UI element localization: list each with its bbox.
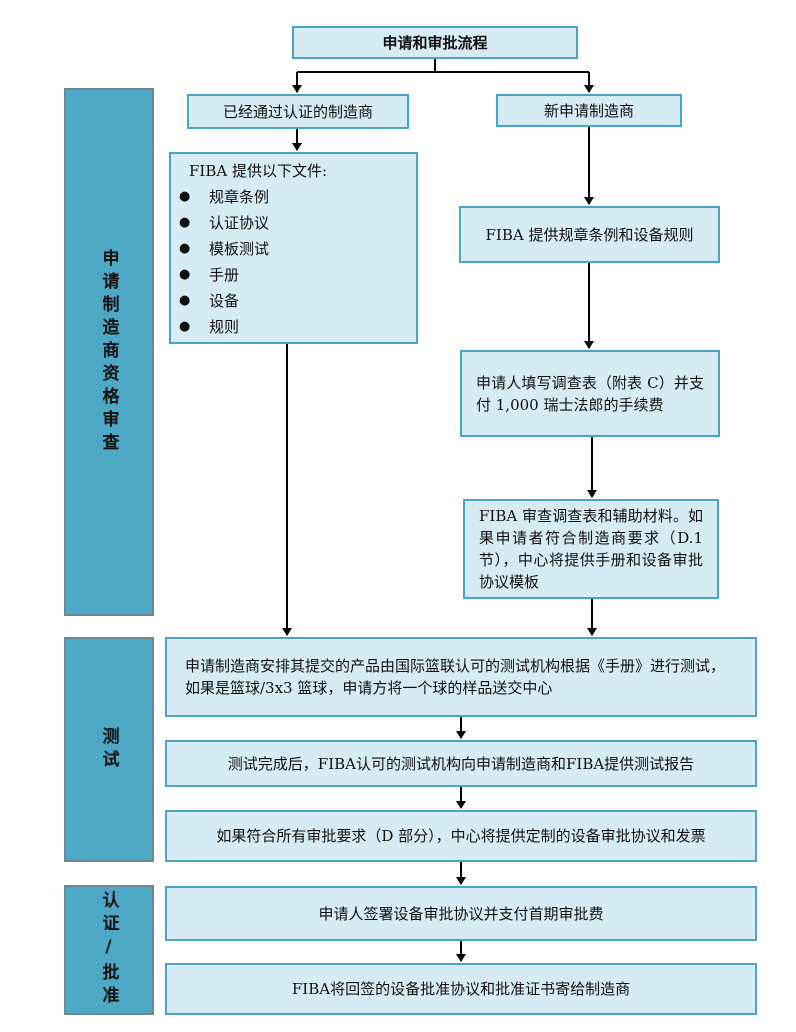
docs-box: FIBA 提供以下文件: 规章条例 认证协议 模板测试 手册 设备 规则 — [169, 152, 418, 344]
step-return-text: FIBA将回签的设备批准协议和批准证书寄给制造商 — [291, 980, 631, 998]
docs-item-manual: 手册 — [177, 262, 416, 288]
step-fill-form: 申请人填写调查表（附表 C）并支付 1,000 瑞士法郎的手续费 — [460, 350, 720, 437]
step-report-text: 测试完成后，FIBA认可的测试机构向申请制造商和FIBA提供测试报告 — [227, 754, 695, 773]
phase-testing: 测试 — [64, 637, 154, 862]
docs-list: 规章条例 认证协议 模板测试 手册 设备 规则 — [171, 184, 416, 340]
branch-new: 新申请制造商 — [496, 94, 682, 127]
step-fill-form-text: 申请人填写调查表（附表 C）并支付 1,000 瑞士法郎的手续费 — [476, 373, 704, 414]
step-provide-rules-text: FIBA 提供规章条例和设备规则 — [485, 225, 694, 244]
step-provide-rules: FIBA 提供规章条例和设备规则 — [459, 206, 720, 263]
phase-testing-label: 测试 — [98, 726, 119, 773]
phase-approval: 认证/批准 — [64, 885, 154, 1015]
step-review-text: FIBA 审查调查表和辅助材料。如果申请者符合制造商要求（D.1 节），中心将提… — [479, 507, 703, 591]
step-sign: 申请人签署设备审批协议并支付首期审批费 — [165, 886, 757, 941]
step-testing-text: 申请制造商安排其提交的产品由国际篮联认可的测试机构根据《手册》进行测试，如果是篮… — [185, 657, 726, 697]
docs-title: FIBA 提供以下文件: — [189, 162, 328, 180]
docs-item-agreement: 认证协议 — [177, 210, 416, 236]
step-agreement: 如果符合所有审批要求（D 部分），中心将提供定制的设备审批协议和发票 — [165, 810, 757, 862]
step-agreement-text: 如果符合所有审批要求（D 部分），中心将提供定制的设备审批协议和发票 — [216, 827, 706, 845]
docs-item-template-test: 模板测试 — [177, 236, 416, 262]
step-sign-text: 申请人签署设备审批协议并支付首期审批费 — [318, 904, 604, 923]
flow-title-text: 申请和审批流程 — [382, 33, 488, 52]
step-report: 测试完成后，FIBA认可的测试机构向申请制造商和FIBA提供测试报告 — [165, 740, 757, 787]
branch-certified: 已经通过认证的制造商 — [187, 94, 409, 129]
step-return: FIBA将回签的设备批准协议和批准证书寄给制造商 — [165, 963, 757, 1015]
docs-item-equipment: 设备 — [177, 288, 416, 314]
step-testing: 申请制造商安排其提交的产品由国际篮联认可的测试机构根据《手册》进行测试，如果是篮… — [165, 637, 757, 717]
docs-item-rules: 规则 — [177, 314, 416, 340]
phase-qualification-label: 申请制造商资格审查 — [98, 248, 119, 456]
branch-new-text: 新申请制造商 — [543, 101, 634, 120]
step-review: FIBA 审查调查表和辅助材料。如果申请者符合制造商要求（D.1 节），中心将提… — [463, 499, 719, 599]
phase-approval-label: 认证/批准 — [98, 891, 119, 1009]
phase-qualification: 申请制造商资格审查 — [64, 88, 154, 616]
docs-item-regulations: 规章条例 — [177, 184, 416, 210]
branch-certified-text: 已经通过认证的制造商 — [222, 102, 373, 121]
flow-title: 申请和审批流程 — [292, 26, 578, 59]
